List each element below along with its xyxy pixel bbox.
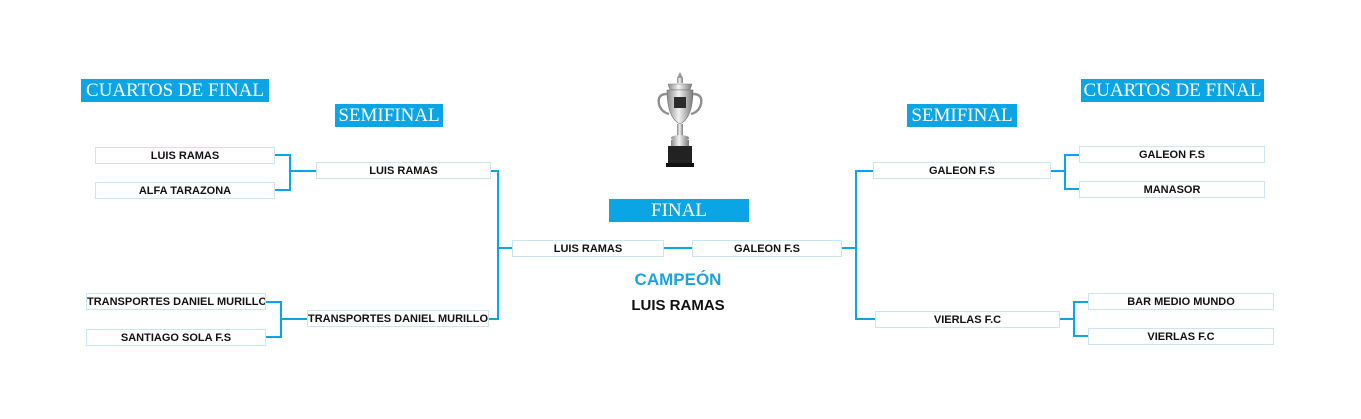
- connector-line: [275, 189, 290, 191]
- header-semifinal-left: SEMIFINAL: [335, 104, 443, 127]
- header-final: FINAL: [609, 199, 749, 222]
- trophy-icon: [657, 72, 703, 167]
- header-quarterfinals-left: CUARTOS DE FINAL: [81, 79, 269, 102]
- connector-line: [266, 301, 281, 303]
- connector-line: [1051, 170, 1065, 172]
- connector-line: [855, 318, 875, 320]
- connector-line: [266, 336, 281, 338]
- connector-line: [289, 170, 316, 172]
- connector-line: [1073, 301, 1088, 303]
- team-box-final-left: LUIS RAMAS: [512, 240, 664, 257]
- connector-line: [497, 170, 499, 320]
- connector-line: [1064, 154, 1079, 156]
- connector-line: [489, 318, 498, 320]
- connector-line: [855, 170, 873, 172]
- champion-title: CAMPEÓN: [634, 270, 722, 289]
- team-box-sf-right-1: GALEON F.S: [873, 162, 1051, 179]
- team-box-final-right: GALEON F.S: [692, 240, 842, 257]
- connector-line: [491, 170, 498, 172]
- connector-line: [289, 154, 291, 191]
- header-semifinal-right: SEMIFINAL: [907, 104, 1017, 127]
- team-box-qf-left-3: TRANSPORTES DANIEL MURILLO: [86, 293, 266, 310]
- header-quarterfinals-right: CUARTOS DE FINAL: [1081, 79, 1264, 102]
- team-box-qf-right-1: GALEON F.S: [1079, 146, 1265, 163]
- connector-line: [842, 247, 856, 249]
- connector-line: [1073, 335, 1088, 337]
- connector-line: [280, 318, 307, 320]
- team-box-qf-left-1: LUIS RAMAS: [95, 147, 275, 164]
- connector-line: [498, 247, 512, 249]
- connector-line: [1073, 301, 1075, 337]
- team-box-sf-right-2: VIERLAS F.C: [875, 311, 1060, 328]
- team-box-qf-right-3: BAR MEDIO MUNDO: [1088, 293, 1274, 310]
- connector-line: [1064, 154, 1066, 190]
- team-box-sf-left-1: LUIS RAMAS: [316, 162, 491, 179]
- team-box-qf-right-4: VIERLAS F.C: [1088, 328, 1274, 345]
- connector-line: [1060, 318, 1074, 320]
- connector-line: [275, 154, 290, 156]
- connector-line: [855, 170, 857, 320]
- connector-line: [664, 247, 692, 249]
- team-box-qf-left-2: ALFA TARAZONA: [95, 182, 275, 199]
- team-box-qf-right-2: MANASOR: [1079, 181, 1265, 198]
- team-box-sf-left-2: TRANSPORTES DANIEL MURILLO: [307, 310, 489, 327]
- champion-name: LUIS RAMAS: [631, 297, 725, 314]
- team-box-qf-left-4: SANTIAGO SOLA F.S: [86, 329, 266, 346]
- connector-line: [1064, 188, 1079, 190]
